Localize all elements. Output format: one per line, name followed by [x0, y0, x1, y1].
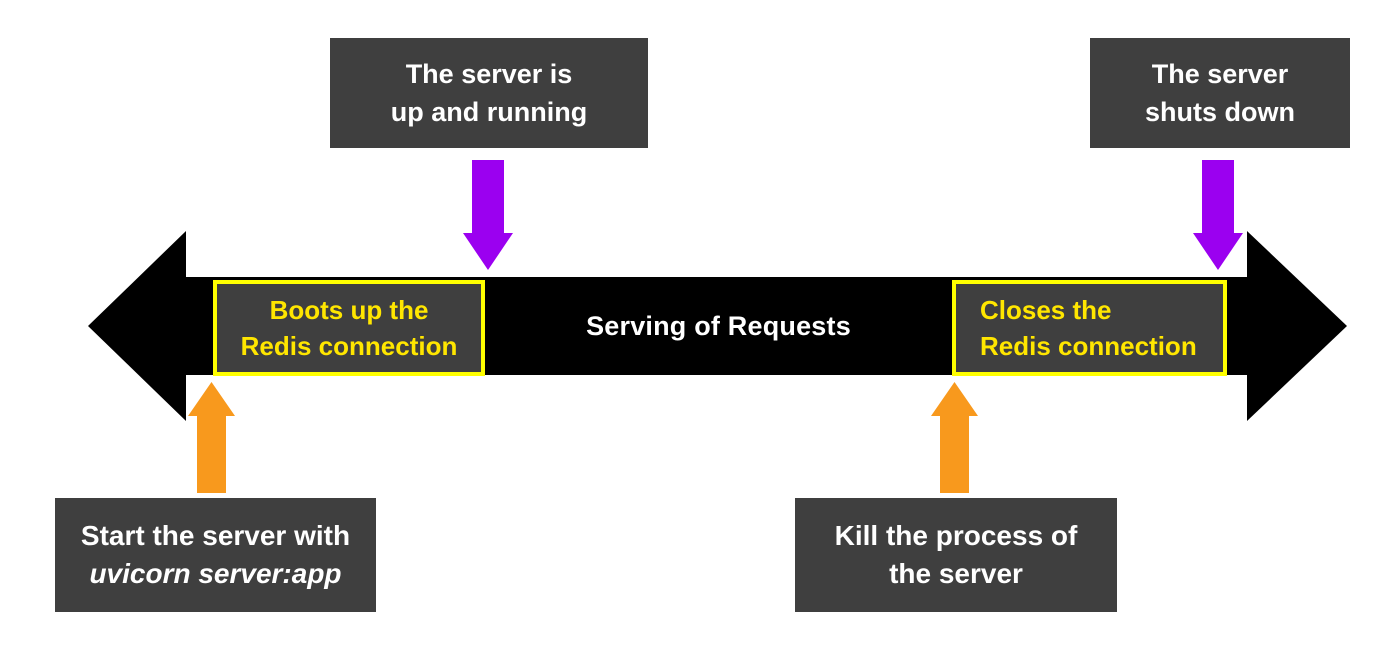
shuts-down-line1: The server	[1151, 59, 1289, 89]
start-server-line1: Start the server with	[80, 520, 351, 551]
purple-down-arrow-icon	[463, 160, 513, 270]
boots-up-line1: Boots up the	[269, 295, 429, 325]
up-running-line1: The server is	[405, 59, 573, 89]
serving-of-requests-label: Serving of Requests	[485, 277, 952, 375]
boots-up-line2: Redis connection	[240, 331, 458, 361]
callout-kill-process: Kill the process of the server	[795, 498, 1117, 612]
kill-process-line2: the server	[889, 558, 1023, 589]
closes-redis-box: Closes the Redis connection	[952, 280, 1227, 376]
purple-down-arrow-icon	[1193, 160, 1243, 270]
orange-up-arrow-icon	[188, 382, 235, 493]
kill-process-line1: Kill the process of	[834, 520, 1078, 551]
up-running-line2: up and running	[390, 97, 588, 127]
closes-line2: Redis connection	[980, 331, 1197, 361]
callout-start-server: Start the server with uvicorn server:app	[55, 498, 376, 612]
callout-server-shuts-down: The server shuts down	[1090, 38, 1350, 148]
shuts-down-line2: shuts down	[1145, 97, 1295, 127]
callout-server-up-running: The server is up and running	[330, 38, 648, 148]
closes-line1: Closes the	[980, 295, 1112, 325]
start-server-command: uvicorn server:app	[89, 558, 342, 589]
serving-of-requests-text: Serving of Requests	[586, 310, 851, 341]
timeline-right-arrowhead-icon	[1247, 231, 1347, 421]
timeline-left-arrowhead-icon	[88, 231, 186, 421]
boots-up-redis-box: Boots up the Redis connection	[213, 280, 485, 376]
orange-up-arrow-icon	[931, 382, 978, 493]
